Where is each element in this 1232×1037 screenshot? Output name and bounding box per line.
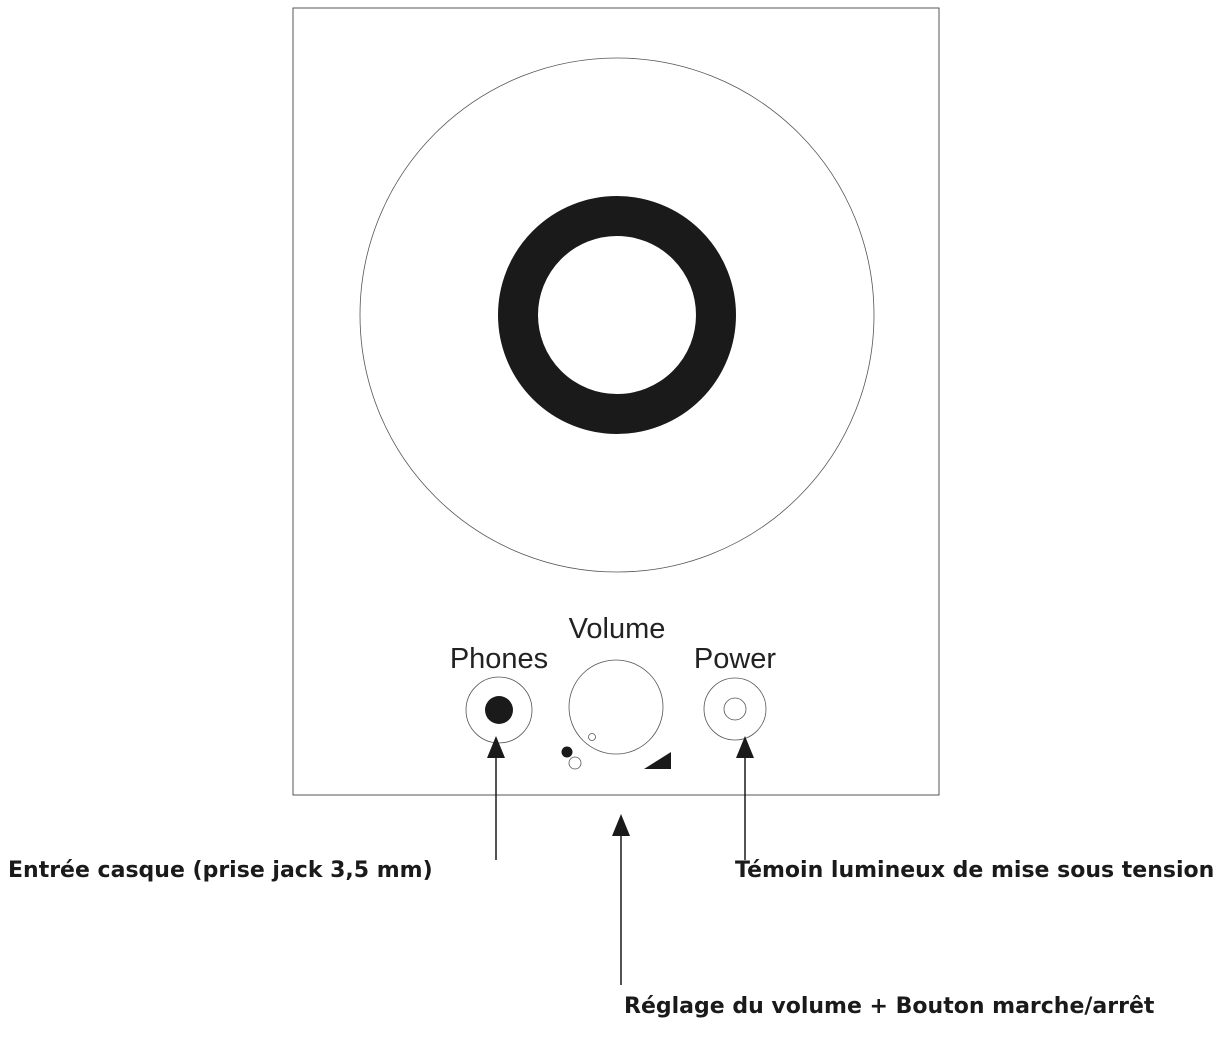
speaker-cone — [359, 57, 875, 573]
arrow-phones — [487, 736, 505, 860]
off-on-icon — [561, 746, 582, 770]
caption-volume-control: Réglage du volume + Bouton marche/arrêt — [624, 994, 1155, 1019]
caption-headphone-input: Entrée casque (prise jack 3,5 mm) — [8, 858, 433, 883]
volume-label: Volume — [569, 613, 666, 645]
jack-hole-icon — [485, 696, 513, 724]
knob-indicator-dot — [588, 733, 596, 741]
headphone-jack — [465, 676, 533, 744]
volume-knob — [568, 659, 664, 755]
arrow-volume — [612, 814, 630, 985]
arrow-power — [736, 736, 754, 860]
speaker-dust-cap-ring — [498, 196, 736, 434]
phones-label: Phones — [450, 643, 548, 675]
power-led — [703, 677, 767, 741]
power-label: Power — [694, 643, 777, 675]
caption-power-indicator: Témoin lumineux de mise sous tension — [735, 858, 1215, 883]
volume-ramp-icon — [644, 752, 671, 769]
